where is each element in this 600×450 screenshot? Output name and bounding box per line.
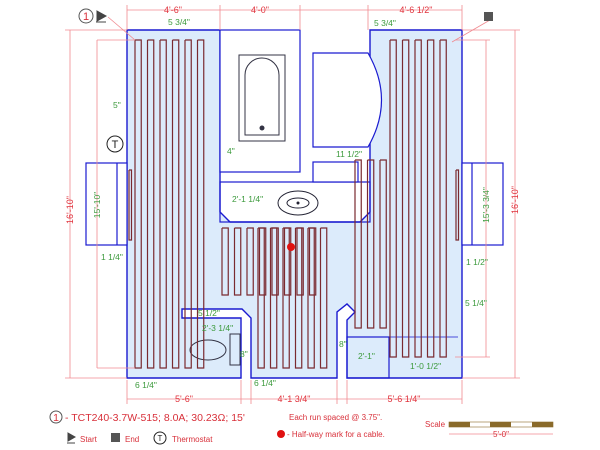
dim-left-wall: 5": [113, 100, 121, 110]
cable-number: 1: [83, 11, 89, 23]
small-cabinet: [312, 161, 359, 183]
scale-label: Scale: [425, 420, 446, 429]
cable-runs-right-inner: [354, 159, 387, 329]
heating-cable: [128, 39, 460, 369]
dim-right-gap: 11 1/2": [336, 149, 362, 159]
legend-thermostat-symbol: T: [158, 434, 163, 443]
legend-end-icon: [111, 433, 120, 442]
spacing-note: Each run spaced @ 3.75".: [289, 413, 382, 422]
legend-cable-spec: - TCT240-3.7W-515; 8.0A; 30.23Ω; 15': [65, 412, 245, 424]
sink: [277, 190, 319, 216]
legend-halfway-icon: [277, 430, 285, 438]
dim-top-right-gap: 5 3/4": [374, 18, 396, 28]
legend-start-label: Start: [80, 435, 98, 444]
right-closet: [461, 162, 504, 246]
dim-right-lower: 5 1/4": [465, 298, 487, 308]
dim-protrusion: 5 1/2": [198, 308, 220, 318]
dim-center-gap: 8": [339, 339, 347, 349]
legend-end-label: End: [125, 435, 139, 444]
dim-toilet-gap: 8": [240, 349, 248, 359]
dim-bottom-center-gap: 6 1/4": [254, 378, 276, 388]
halfway-note: - Half-way mark for a cable.: [287, 430, 385, 439]
thermostat-icon: [106, 135, 124, 153]
dim-bottom-center: 4'-1 3/4": [278, 394, 311, 404]
dim-right-inner: 15'-3 3/4": [481, 187, 491, 223]
dim-toilet-width: 2'-3 1/4": [202, 323, 233, 333]
dim-right-outer: 16'-10": [510, 186, 520, 214]
legend-cable-number: 1: [53, 412, 59, 424]
legend-thermostat-label: Thermostat: [172, 435, 213, 444]
cable-runs-center: [221, 227, 317, 296]
cable-runs-left: [134, 39, 205, 369]
dim-left-inner: 15'-10": [92, 192, 102, 218]
bathtub-basin: [244, 57, 280, 136]
left-closet: [85, 162, 128, 246]
scale-bar: [448, 421, 554, 435]
cable-runs-right: [389, 39, 447, 358]
toilet-tank: [229, 333, 241, 366]
legend-thermostat-icon: [153, 431, 167, 445]
toilet-bowl: [189, 339, 227, 361]
dim-bottom-left-gap: 6 1/4": [135, 380, 157, 390]
thermostat-symbol: T: [112, 139, 119, 151]
dim-right-closet: 1 1/2": [466, 257, 488, 267]
dim-top-left-gap: 5 3/4": [168, 17, 190, 27]
sink-inner: [286, 197, 310, 209]
dim-top-left: 4'-6": [164, 5, 182, 15]
dim-bottom-left: 5'-6": [175, 394, 193, 404]
end-icon: [484, 12, 493, 21]
dim-vanity: 2'-1 1/4": [232, 194, 263, 204]
dim-top-center: 4'-0": [251, 5, 269, 15]
bottom-cabinet: [346, 336, 390, 379]
dim-cabinet-depth: 2'-1": [358, 351, 375, 361]
dim-tub-gap: 4": [227, 146, 235, 156]
dim-left-outer: 16'-10": [65, 196, 75, 224]
cable-number-marker: [78, 8, 94, 24]
dim-cabinet-right: 1'-0 1/2": [410, 361, 441, 371]
dim-left-closet: 1 1/4": [101, 252, 123, 262]
cable-runs-center-lower: [257, 227, 328, 369]
shower-enclosure: [312, 52, 382, 148]
dim-bottom-right: 5'-6 1/4": [388, 394, 421, 404]
legend-start-icon: [67, 432, 77, 444]
dimension-lines: [65, 5, 520, 404]
start-icon: [96, 10, 108, 23]
cable-comb-left: [128, 169, 133, 241]
halfway-mark: [287, 243, 295, 251]
sink-drain: [296, 201, 300, 205]
vanity-counter: [219, 181, 371, 223]
cable-comb-right: [455, 169, 460, 241]
bathtub-drain: [259, 125, 265, 131]
scale-length: 5'-0": [493, 430, 509, 439]
dim-top-right: 4'-6 1/2": [400, 5, 433, 15]
legend-cable-icon: [49, 410, 63, 424]
